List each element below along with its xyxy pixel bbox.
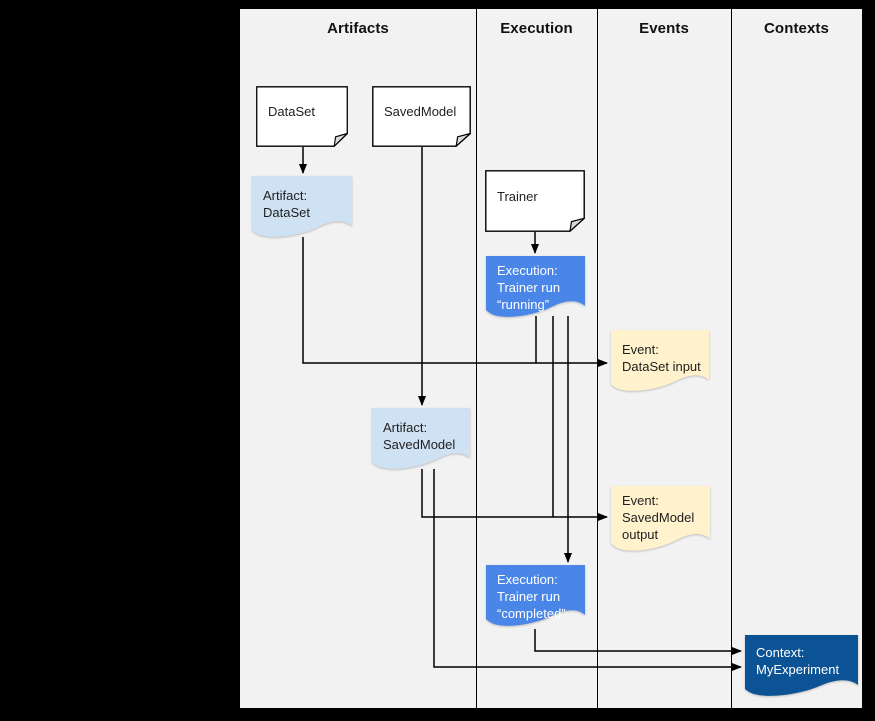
node-label: Execution: Trainer run “running” <box>486 256 585 313</box>
node-artifact-savedmodel[interactable]: Artifact: SavedModel <box>372 408 470 474</box>
node-label-line: Artifact: <box>383 420 428 435</box>
edge-artifact-dataset-to-event-dataset-input <box>302 237 608 367</box>
node-savedmodel[interactable]: SavedModel <box>372 86 471 147</box>
paper-icon <box>485 170 585 232</box>
node-label-line: Context: <box>756 645 805 660</box>
node-label-line: output <box>622 527 659 542</box>
column-divider <box>597 9 598 708</box>
node-label: Trainer <box>497 188 538 204</box>
node-label-line: DataSet <box>263 205 310 220</box>
edge-artifact-savedmodel-to-context <box>433 469 742 671</box>
node-label-line: Trainer run <box>497 589 561 604</box>
node-dataset[interactable]: DataSet <box>256 86 348 147</box>
node-event-dataset-input[interactable]: Event: DataSet input <box>611 330 709 396</box>
node-context-myexperiment[interactable]: Context: MyExperiment <box>745 635 858 701</box>
node-label-line: DataSet input <box>622 359 701 374</box>
node-label-line: Execution: <box>497 572 558 587</box>
column-divider <box>476 9 477 708</box>
document-shape <box>486 565 585 626</box>
node-label-line: Event: <box>622 493 659 508</box>
column-header-artifacts: Artifacts <box>327 20 389 37</box>
column-header-events: Events <box>639 20 689 37</box>
node-label-line: “completed” <box>497 606 566 621</box>
node-artifact-dataset[interactable]: Artifact: DataSet <box>252 176 352 242</box>
node-trainer[interactable]: Trainer <box>485 170 585 232</box>
node-label-line: Execution: <box>497 263 558 278</box>
node-label: DataSet <box>268 104 315 119</box>
paper-icon <box>256 86 348 147</box>
node-label: SavedModel <box>384 104 457 119</box>
node-label-line: “running” <box>497 297 550 312</box>
edge-artifact-savedmodel-to-event-savedmodel-output <box>421 469 608 521</box>
node-label-line: Trainer run <box>497 280 561 295</box>
node-label-line: SavedModel <box>622 510 695 525</box>
node-label-line: MyExperiment <box>756 662 840 677</box>
edge-execution-completed-to-context <box>534 629 742 655</box>
column-divider <box>731 9 732 708</box>
document-shape <box>611 486 710 551</box>
document-shape <box>611 330 709 391</box>
node-execution-completed[interactable]: Execution: Trainer run “completed” <box>486 565 585 631</box>
paper-icon <box>372 86 471 147</box>
document-shape <box>745 635 858 696</box>
diagram-canvas: Artifacts Execution Events Contexts Data… <box>240 9 862 708</box>
node-execution-running[interactable]: Execution: Trainer run “running” <box>486 256 585 322</box>
node-label-line: Event: <box>622 342 659 357</box>
node-label-line: SavedModel <box>383 437 456 452</box>
node-label: Artifact: DataSet <box>252 176 352 221</box>
document-shape <box>252 176 352 237</box>
connector-lines <box>299 147 742 671</box>
column-header-contexts: Contexts <box>764 20 829 37</box>
node-label: Event: SavedModel output <box>611 486 710 543</box>
node-label: Event: DataSet input <box>611 330 709 375</box>
node-label: Context: MyExperiment <box>745 635 858 678</box>
node-label: Execution: Trainer run “completed” <box>486 565 585 622</box>
node-label: Artifact: SavedModel <box>372 408 470 453</box>
column-header-execution: Execution <box>500 20 573 37</box>
node-event-savedmodel-output[interactable]: Event: SavedModel output <box>611 486 710 556</box>
document-shape <box>372 408 470 469</box>
document-shape <box>486 256 585 317</box>
node-label-line: Artifact: <box>263 188 308 203</box>
